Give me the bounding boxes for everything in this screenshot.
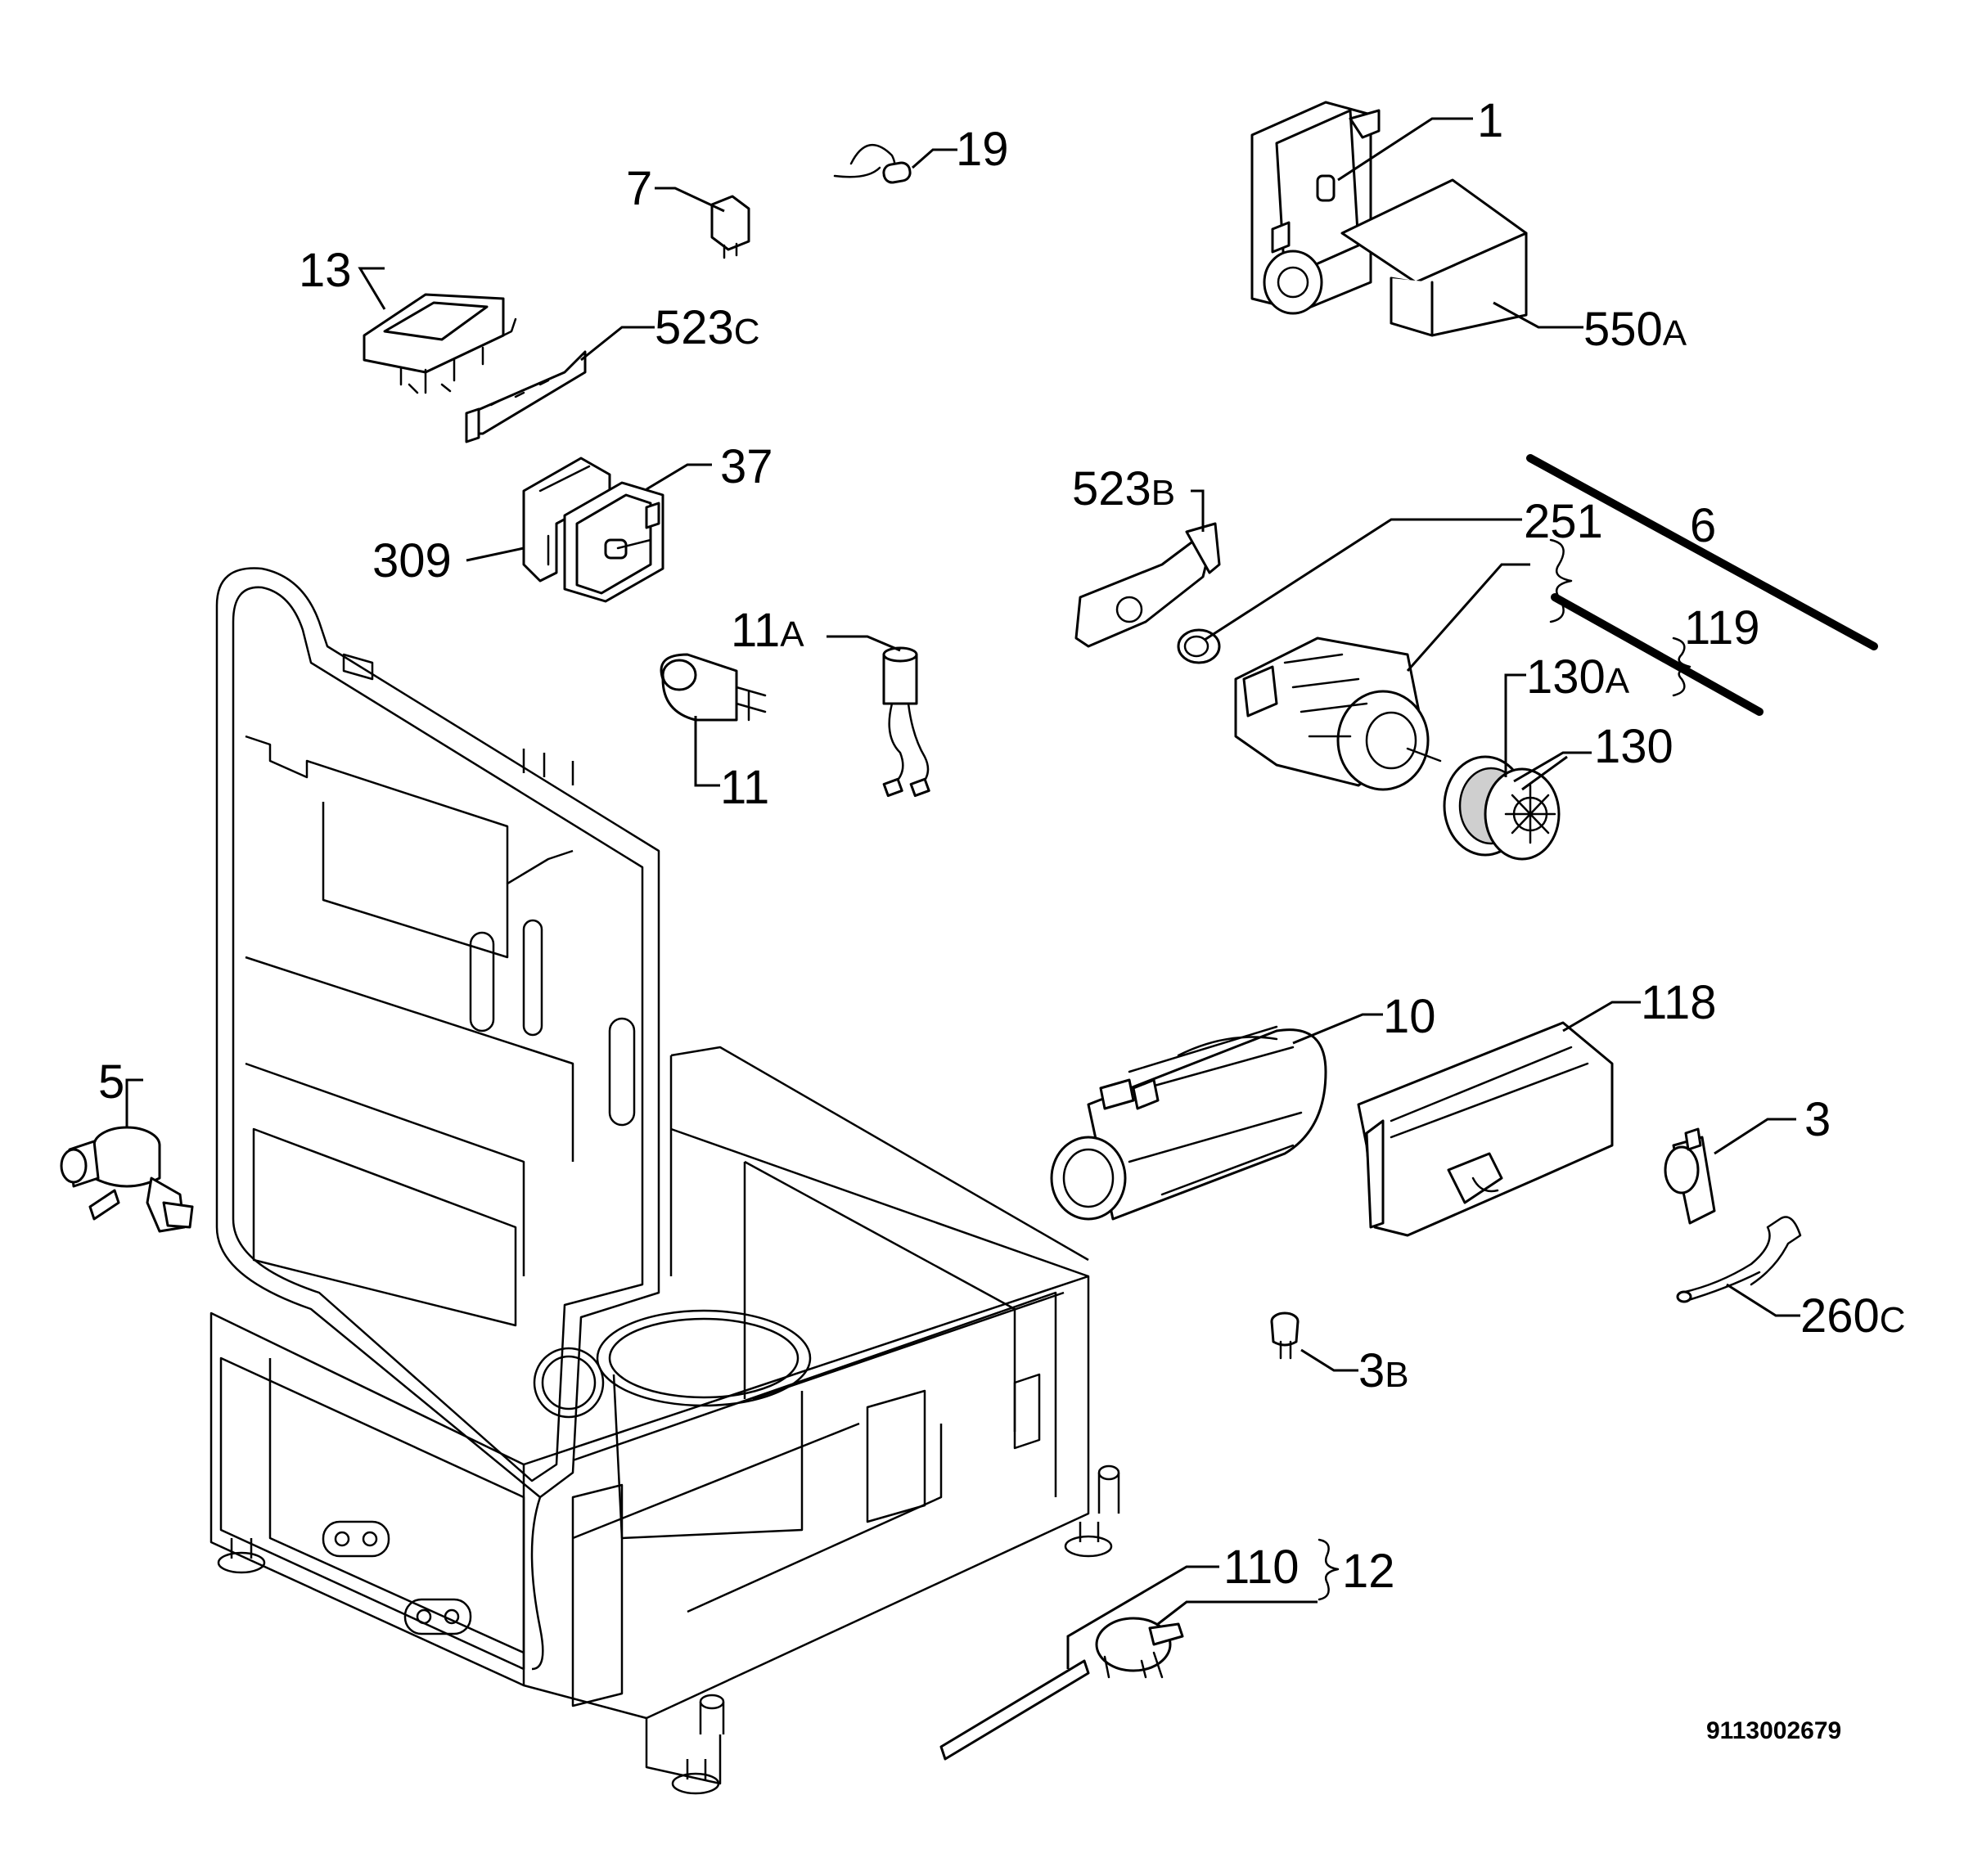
part-7-switch — [710, 195, 750, 259]
label-6: 6 — [1690, 499, 1716, 552]
part-19-wire — [833, 143, 912, 184]
part-118-dispenser — [1357, 1021, 1614, 1237]
document-number: 9113002679 — [1706, 1717, 1841, 1744]
label-11a: 11A — [731, 604, 804, 657]
part-6-circulation-motor — [1234, 637, 1442, 791]
part-5-inlet-valve — [60, 1126, 194, 1233]
label-550a-number: 550 — [1583, 303, 1663, 356]
part-11a-suppressor — [882, 646, 930, 798]
label-130a-number: 130 — [1526, 650, 1606, 704]
part-130-impeller — [1443, 755, 1561, 861]
label-118: 118 — [1641, 976, 1716, 1029]
label-523c-suffix: C — [734, 312, 760, 352]
part-260c-clip — [1676, 1216, 1802, 1303]
label-523b-suffix: B — [1151, 473, 1175, 513]
label-309: 309 — [372, 534, 452, 587]
label-13: 13 — [299, 244, 352, 297]
label-523b: 523B — [1072, 462, 1175, 515]
label-130a-suffix: A — [1606, 661, 1630, 701]
part-13-switch-block — [363, 293, 517, 394]
label-11a-number: 11 — [731, 604, 780, 657]
label-19: 19 — [956, 123, 1009, 176]
label-130: 130 — [1594, 720, 1673, 773]
label-523c-number: 523 — [655, 301, 734, 354]
label-550a: 550A — [1583, 303, 1687, 356]
part-523c-bracket — [465, 350, 587, 443]
label-260c-suffix: C — [1880, 1300, 1906, 1340]
label-3b: 3B — [1358, 1344, 1409, 1397]
part-523b-bracket — [1074, 522, 1221, 648]
label-523b-number: 523 — [1072, 462, 1151, 515]
label-5: 5 — [98, 1055, 124, 1109]
part-3b-thermostat — [1270, 1311, 1300, 1360]
label-3b-number: 3 — [1358, 1344, 1385, 1397]
label-1: 1 — [1477, 94, 1503, 147]
label-11a-suffix: A — [780, 614, 804, 655]
part-3-sensor — [1664, 1127, 1716, 1225]
part-10-heater — [1050, 1025, 1327, 1221]
part-110-level-switch — [939, 1617, 1184, 1761]
label-3: 3 — [1804, 1093, 1831, 1146]
label-110: 110 — [1223, 1541, 1299, 1594]
tub-frame — [209, 567, 1120, 1795]
part-309-bracket — [522, 457, 611, 583]
part-labels: 1 19 7 13 523C 550A 37 309 523B 251 6 11… — [98, 94, 1906, 1744]
label-523c: 523C — [655, 301, 760, 354]
label-260c-number: 260 — [1800, 1289, 1880, 1343]
label-7: 7 — [626, 162, 652, 215]
part-37-motor-controller — [563, 481, 664, 603]
label-3b-suffix: B — [1385, 1355, 1408, 1395]
part-550a-cover — [1340, 178, 1528, 337]
label-11: 11 — [720, 761, 769, 814]
label-550a-suffix: A — [1663, 313, 1687, 353]
label-37: 37 — [720, 440, 773, 493]
label-130a: 130A — [1526, 650, 1630, 704]
part-11-capacitor — [660, 653, 767, 722]
label-251: 251 — [1524, 495, 1603, 548]
leader-lines — [125, 117, 1800, 1669]
label-260c: 260C — [1800, 1289, 1906, 1343]
braces — [1318, 454, 1878, 1601]
label-119: 119 — [1684, 601, 1759, 655]
part-1-timer — [1250, 101, 1381, 315]
label-10: 10 — [1383, 990, 1436, 1043]
label-12: 12 — [1342, 1545, 1395, 1598]
